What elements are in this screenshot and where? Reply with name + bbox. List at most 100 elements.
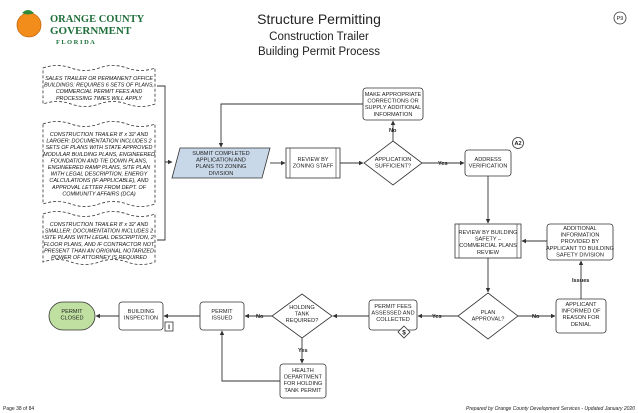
label-line: SAFETY DIVISION (556, 252, 604, 258)
marker-dollar: $ (397, 325, 411, 339)
edge-health-issued (219, 330, 280, 382)
label-line: DENIAL (571, 322, 591, 328)
orange-fruit-icon (16, 12, 42, 38)
label-line: INSPECTION (124, 316, 158, 322)
label-line: SUFFICIENT? (375, 164, 411, 170)
label-line: SMALLER: DOCUMENTATION INCLUDES 2 (45, 229, 153, 235)
label-line: DEPARTMENT (284, 375, 323, 381)
logo-line2: GOVERNMENT (50, 25, 132, 37)
label-line: COMMUNITY AFFAIRS (DCA) (62, 191, 135, 197)
label-line: PERMIT FEES (374, 304, 411, 310)
label-line: HEALTH (292, 368, 314, 374)
label-line: FLOOR PLANS, AND IF CONTRACTOR NOT (44, 242, 155, 248)
edge-label-no-plan: No (532, 314, 540, 320)
label-line: REVIEW BY (297, 157, 328, 163)
label-line: BUILDING (128, 309, 154, 315)
label-line: ISSUED (212, 316, 233, 322)
label-line: PLAN (481, 310, 496, 316)
page-title: Structure Permitting (257, 11, 381, 27)
edge-label-yes-plan: Yes (432, 314, 442, 320)
marker-dollar-label: $ (402, 330, 406, 337)
label-line: DIVISION (209, 171, 234, 177)
label-line: CALCULATIONS (IF APPLICABLE), AND (49, 178, 148, 184)
notes-bracket (157, 85, 172, 241)
label-line: APPLICATION AND (196, 158, 246, 164)
label-line: COMMERCIAL PERMIT FEES AND (56, 89, 143, 95)
logo-line3: F L O R I D A (56, 39, 95, 46)
marker-a2: A2 (512, 137, 524, 149)
edge-label-no-holding: No (256, 314, 264, 320)
label-line: SALES TRAILER OR PERMANENT OFFICE (45, 76, 153, 82)
label-line: SITE PLANS WITH LEGAL DESCRIPTION, 2 (44, 235, 154, 241)
edge-label-yes-holding: Yes (298, 348, 308, 354)
label-line: ADDRESS (474, 157, 501, 163)
label-line: PERMIT (211, 309, 233, 315)
orange-leaf-icon (22, 10, 34, 15)
label-line: BUILDINGS: REQUIRES 6 SETS OF PLANS, (44, 83, 154, 89)
label-line: CONSTRUCTION TRAILER 8' x 32' AND (50, 132, 149, 138)
label-line: POWER OF ATTORNEY IS REQUIRED (51, 255, 147, 261)
label-line: APPLICATION (375, 157, 412, 163)
label-line: APPROVAL LETTER FROM DEPT. OF (51, 185, 147, 191)
label-line: MAKE APPROPRIATE (365, 92, 422, 98)
label-line: SETS OF PLANS WITH STATE APPROVED (46, 145, 153, 151)
label-line: INFORMED OF (561, 309, 601, 315)
footer-prepared: Prepared by Orange County Development Se… (466, 406, 635, 412)
label-line: SUPPLY ADDITIONAL (365, 105, 421, 111)
label-line: SAFETY – (475, 237, 502, 243)
label-line: ASSESSED AND (371, 311, 414, 317)
label-line: PROVIDED BY (561, 239, 600, 245)
label-line: MODULAR BUILDING PLANS, ENGINEERED (43, 152, 155, 158)
label-line: PRESENT THAN AN ORIGINAL NOTARIZED (44, 248, 154, 254)
footer-page: Page 38 of 84 (3, 406, 34, 412)
orange-county-logo: ORANGE COUNTY GOVERNMENT F L O R I D A (16, 10, 145, 46)
label-line: ADDITIONAL (563, 226, 597, 232)
label-line: CONSTRUCTION TRAILER 8' x 32' AND (50, 222, 149, 228)
page-subtitle-2: Building Permit Process (258, 46, 380, 58)
edge-label-yes-sufficient: Yes (438, 161, 448, 167)
marker-inspection-label: I (168, 324, 170, 331)
label-line: COLLECTED (376, 317, 410, 323)
page-subtitle-1: Construction Trailer (269, 31, 369, 43)
label-line: REQUIRED? (286, 318, 319, 324)
label-line: COMMERCIAL PLANS (459, 243, 517, 249)
label-line: VERIFICATION (469, 164, 508, 170)
label-line: INFORMATION (374, 112, 413, 118)
marker-a2-label: A2 (514, 141, 521, 147)
label-line: APPLICANT TO BUILDING (546, 246, 614, 252)
label-line: REVIEW (477, 250, 500, 256)
edge-label-no-top: No (389, 128, 397, 134)
label-line: REVIEW BY BUILDING (459, 230, 518, 236)
